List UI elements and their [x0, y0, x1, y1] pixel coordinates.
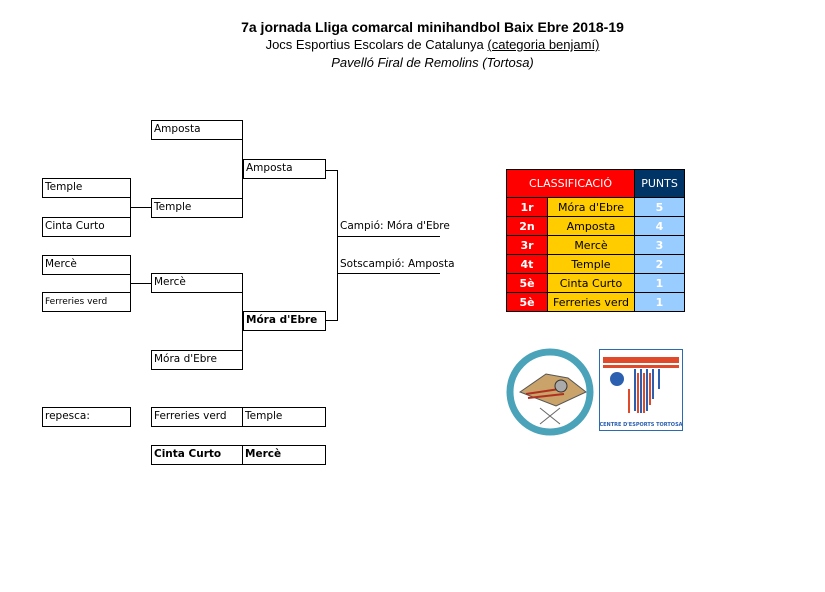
pts: 1: [634, 292, 685, 312]
category: (categoria benjamí): [487, 37, 600, 52]
consell-esportiu-logo: [506, 348, 594, 436]
pts: 2: [634, 254, 685, 274]
runner-up: Sotscampió: Amposta: [340, 258, 455, 270]
champion: Campió: Móra d'Ebre: [340, 220, 450, 232]
pts: 5: [634, 197, 685, 217]
connector: [325, 320, 337, 321]
team: Amposta: [547, 216, 635, 236]
connector: [242, 273, 243, 370]
connector: [130, 207, 151, 208]
team: Cinta Curto: [547, 273, 635, 293]
bracket-team-winner: Móra d'Ebre: [243, 311, 326, 331]
team: Temple: [547, 254, 635, 274]
repesca-team: Ferreries verd: [151, 407, 243, 427]
pts: 1: [634, 273, 685, 293]
points-header: PUNTS: [634, 169, 685, 198]
bracket-team: Mercè: [151, 273, 243, 293]
subtitle: Jocs Esportius Escolars de Catalunya (ca…: [0, 37, 825, 52]
divider: [337, 236, 440, 237]
bracket-team: Amposta: [243, 159, 326, 179]
pos: 3r: [506, 235, 548, 255]
connector: [337, 170, 338, 321]
connector: [130, 283, 151, 284]
divider: [337, 273, 440, 274]
team: Ferreries verd: [547, 292, 635, 312]
pos: 5è: [506, 292, 548, 312]
bracket-team: Ferreries verd: [42, 292, 131, 312]
repesca-team: Temple: [242, 407, 326, 427]
pts: 4: [634, 216, 685, 236]
pos: 4t: [506, 254, 548, 274]
connector: [242, 120, 243, 218]
centre-esports-tortosa-logo: CENTRE D'ESPORTS TORTOSA: [599, 349, 683, 431]
bracket-team: Amposta: [151, 120, 243, 140]
repesca-label: repesca:: [42, 407, 131, 427]
page-title: 7a jornada Lliga comarcal minihandbol Ba…: [241, 19, 624, 35]
standings-header: CLASSIFICACIÓ: [506, 169, 635, 198]
pos: 1r: [506, 197, 548, 217]
repesca-team: Mercè: [242, 445, 326, 465]
bracket-team: Temple: [42, 178, 131, 198]
team: Móra d'Ebre: [547, 197, 635, 217]
bracket-team: Temple: [151, 198, 243, 218]
connector: [325, 170, 337, 171]
bracket-team: Mercè: [42, 255, 131, 275]
svg-text:CENTRE D'ESPORTS TORTOSA: CENTRE D'ESPORTS TORTOSA: [599, 422, 682, 428]
repesca-team: Cinta Curto: [151, 445, 243, 465]
subtitle-text: Jocs Esportius Escolars de Catalunya: [265, 37, 488, 52]
bracket-team: Cinta Curto: [42, 217, 131, 237]
pos: 2n: [506, 216, 548, 236]
venue: Pavelló Firal de Remolins (Tortosa): [331, 55, 534, 70]
pts: 3: [634, 235, 685, 255]
bracket-team: Móra d'Ebre: [151, 350, 243, 370]
pos: 5è: [506, 273, 548, 293]
team: Mercè: [547, 235, 635, 255]
